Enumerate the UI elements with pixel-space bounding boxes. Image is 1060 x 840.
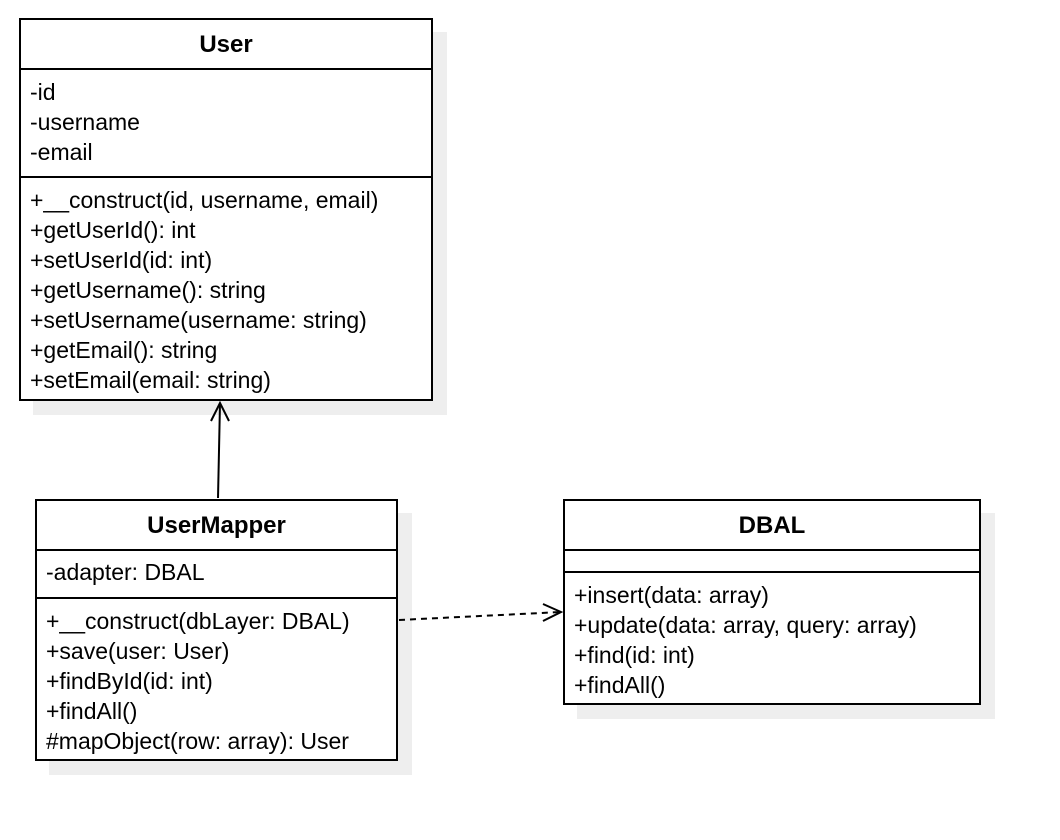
dbal-method-find: +find(id: int)	[574, 642, 695, 668]
usermapper-methods: +__construct(dbLayer: DBAL) +save(user: …	[37, 597, 396, 762]
usermapper-method-findbyid: +findById(id: int)	[46, 668, 213, 694]
user-method-construct: +__construct(id, username, email)	[30, 187, 379, 213]
dependency-usermapper-to-dbal[interactable]	[398, 603, 564, 622]
user-method-setemail: +setEmail(email: string)	[30, 367, 271, 393]
dbal-class-name: DBAL	[565, 501, 979, 551]
user-method-setusername: +setUsername(username: string)	[30, 307, 367, 333]
usermapper-class-box[interactable]: UserMapper -adapter: DBAL +__construct(d…	[35, 499, 398, 761]
user-class-name: User	[21, 20, 431, 70]
user-attr-username: -username	[30, 109, 140, 135]
dependency-line	[398, 611, 562, 621]
open-arrowhead-icon	[210, 400, 230, 422]
user-method-getusername: +getUsername(): string	[30, 277, 266, 303]
dependency-arrowhead-icon	[542, 603, 564, 622]
usermapper-method-construct: +__construct(dbLayer: DBAL)	[46, 608, 350, 634]
dbal-class-box[interactable]: DBAL +insert(data: array) +update(data: …	[563, 499, 981, 705]
dbal-methods: +insert(data: array) +update(data: array…	[565, 571, 979, 706]
user-attr-id: -id	[30, 79, 56, 105]
user-method-setuserid: +setUserId(id: int)	[30, 247, 213, 273]
dbal-method-update: +update(data: array, query: array)	[574, 612, 917, 638]
user-attributes: -id -username -email	[21, 70, 431, 176]
usermapper-method-mapobject: #mapObject(row: array): User	[46, 728, 349, 754]
dbal-method-findall: +findAll()	[574, 672, 666, 698]
association-usermapper-to-user[interactable]	[210, 400, 230, 499]
usermapper-class-name: UserMapper	[37, 501, 396, 551]
usermapper-attr-adapter: -adapter: DBAL	[46, 559, 205, 585]
usermapper-method-findall: +findAll()	[46, 698, 138, 724]
user-method-getemail: +getEmail(): string	[30, 337, 218, 363]
dbal-attributes-empty	[565, 551, 979, 571]
usermapper-method-save: +save(user: User)	[46, 638, 230, 664]
user-attr-email: -email	[30, 139, 93, 165]
usermapper-attributes: -adapter: DBAL	[37, 551, 396, 597]
user-methods: +__construct(id, username, email) +getUs…	[21, 176, 431, 401]
dbal-method-insert: +insert(data: array)	[574, 582, 769, 608]
user-class-box[interactable]: User -id -username -email +__construct(i…	[19, 18, 433, 401]
user-method-getuserid: +getUserId(): int	[30, 217, 196, 243]
association-line	[217, 402, 221, 499]
